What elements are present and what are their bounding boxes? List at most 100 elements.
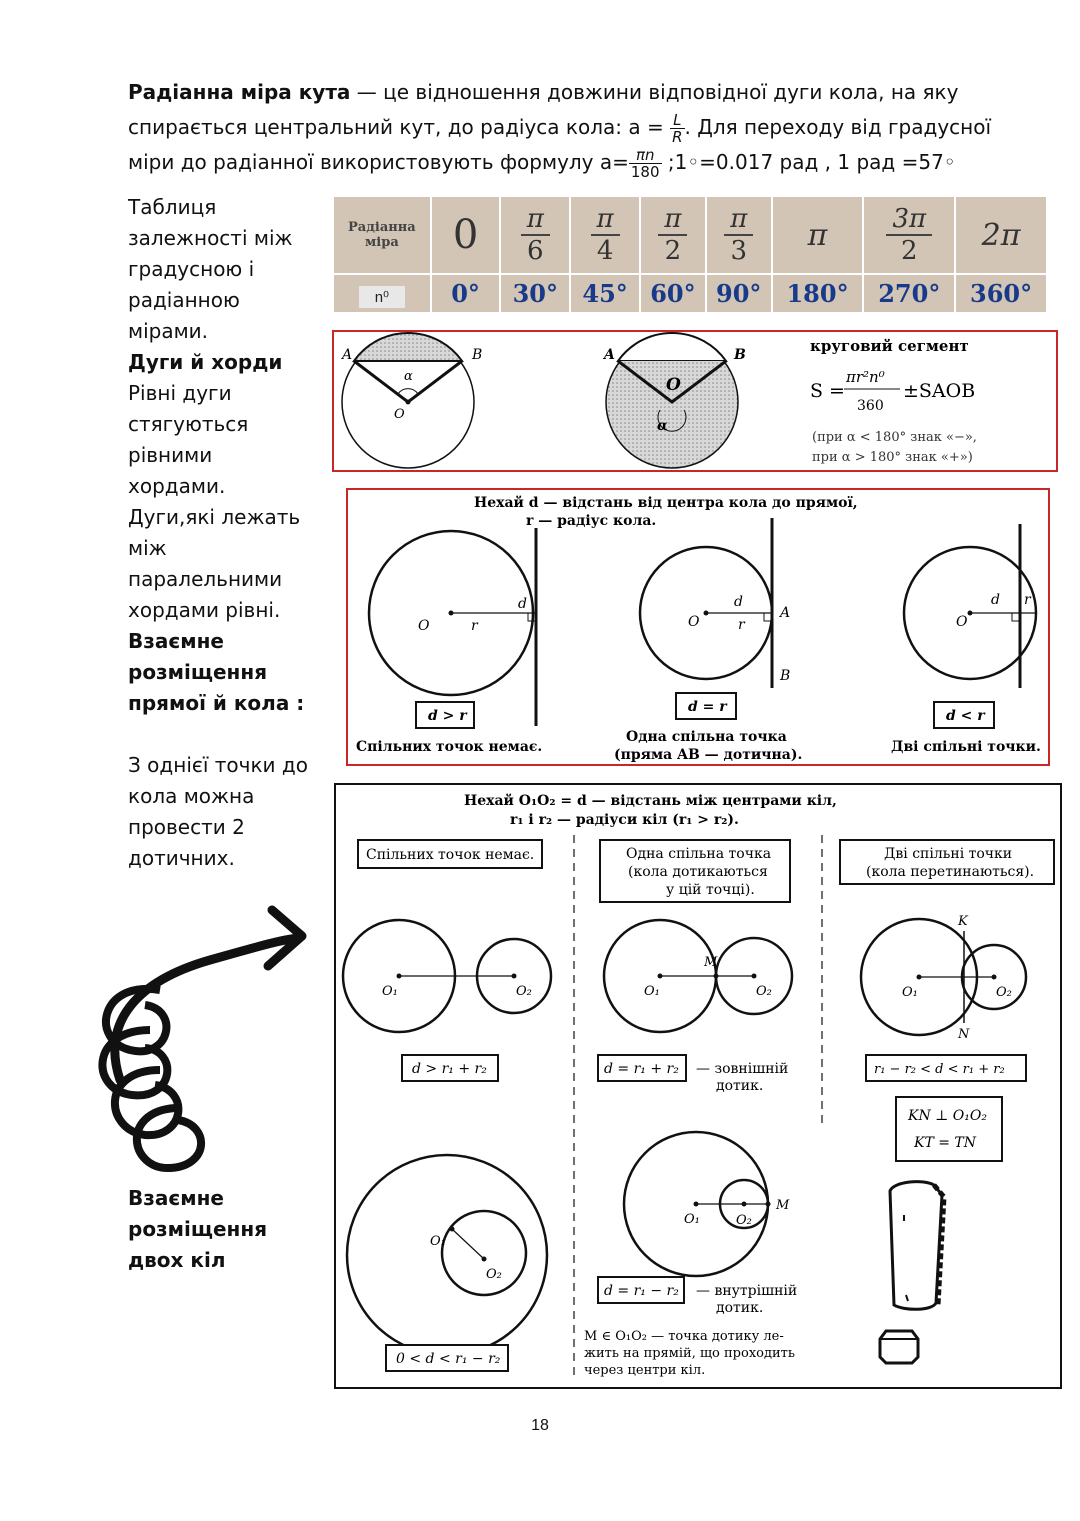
- sidebar-two-circles: Взаємне розміщення двох кіл: [128, 1183, 328, 1276]
- cond-box-int-tan: [597, 1276, 685, 1304]
- frac-num: 3π: [886, 204, 933, 236]
- label-o1: O₁: [382, 984, 398, 999]
- formula-den: 360: [857, 398, 884, 414]
- case-no-intersection: O r d: [367, 528, 538, 726]
- arcs-text-line: між: [128, 536, 167, 560]
- label-d: d: [734, 594, 743, 610]
- label-o1: O₁: [902, 985, 918, 1000]
- tangents-text-line: кола можна: [128, 784, 255, 808]
- radian-value: 2π: [981, 217, 1021, 253]
- ext-tangent-note-2: дотик.: [716, 1078, 763, 1094]
- col2-title-box: [599, 839, 791, 903]
- heading-two-circles: Взаємне: [128, 1186, 224, 1210]
- label-o1: O₁: [644, 984, 660, 999]
- caption-line: залежності між: [128, 226, 293, 250]
- circles-intersecting: K N O₁ O₂: [859, 914, 1028, 1042]
- heading-line-circle: Взаємне: [128, 629, 224, 653]
- cond-box-1: [415, 701, 475, 729]
- heading-line-circle: розміщення: [128, 660, 268, 684]
- degree-cell: 60°: [639, 273, 707, 314]
- caption-line: Таблиця: [128, 195, 217, 219]
- center-dot: [405, 399, 411, 405]
- case-two-points: O d r: [902, 524, 1038, 688]
- label-b: B: [471, 347, 482, 363]
- frac-r: R: [672, 128, 683, 146]
- cond-nested: 0 < d < r₁ − r₂: [396, 1351, 501, 1367]
- cond-int-tangent: d = r₁ − r₂: [604, 1283, 679, 1299]
- arcs-text-line: хордами.: [128, 474, 226, 498]
- case3-caption: Дві спільні точки.: [891, 739, 1041, 755]
- degree-cell: 0°: [429, 273, 502, 314]
- circles-external-tangent: M O₁ O₂: [602, 918, 794, 1034]
- label-b: B: [733, 347, 746, 363]
- label-o2: O₂: [756, 984, 772, 999]
- sidebar-tangents: З однієї точки до кола можна провести 2 …: [128, 750, 328, 874]
- radian-cell: 2π: [954, 195, 1048, 275]
- intro-line-3: міри до радіанної використовують формулу…: [128, 145, 1028, 180]
- two-circles-intro-1: Нехай O₁O₂ = d — відстань між центрами к…: [464, 792, 837, 809]
- cond-box-sep: [401, 1054, 499, 1082]
- formula-suffix: ±SAOB: [903, 380, 975, 402]
- intro-line-3b: ;1◦=0.017 рад , 1 рад =57◦: [661, 150, 956, 174]
- tangents-text-line: дотичних.: [128, 846, 235, 870]
- cond-d-eq-r: d = r: [688, 699, 728, 715]
- label-r: r: [738, 617, 746, 633]
- eraser-icon: [878, 1180, 947, 1365]
- arcs-text-line: Рівні дуги: [128, 381, 232, 405]
- case1-caption: Спільних точок немає.: [356, 739, 542, 755]
- header-text: Радіанна: [348, 220, 416, 235]
- angle-arc: [397, 388, 419, 395]
- tangents-text-line: З однієї точки до: [128, 753, 308, 777]
- ext-tangent-note-1: — зовнішній: [696, 1061, 788, 1077]
- frac-den: 2: [901, 236, 918, 266]
- label-b: B: [779, 668, 790, 684]
- frac-180: 180: [630, 163, 660, 181]
- minor-segment-white: [616, 332, 728, 362]
- arcs-text-line: рівними: [128, 443, 213, 467]
- line-circle-intro-2: r — радіус кола.: [526, 513, 656, 529]
- page-number: 18: [531, 1417, 549, 1434]
- circular-segment-box: A B O α A B O α круговий сегмент S = πr²…: [332, 330, 1058, 472]
- label-o2: O₂: [516, 984, 532, 999]
- degree-label: n⁰: [358, 286, 406, 308]
- col3-title-box: [839, 839, 1055, 885]
- spiral-arrow-icon: [98, 905, 307, 1173]
- m-note-2: жить на прямій, що проходить: [584, 1346, 795, 1361]
- intro-line-2a: спирається центральний кут, до радіуса к…: [128, 115, 671, 139]
- intro-line-1: Радіанна міра кута — це відношення довжи…: [128, 75, 1028, 110]
- caption-line: радіанною: [128, 288, 240, 312]
- label-a: A: [602, 347, 615, 363]
- col3-title-line: (кола перетинаються).: [866, 864, 1034, 880]
- label-m: M: [703, 955, 718, 970]
- kn-perpendicular: KN ⊥ O₁O₂: [907, 1108, 987, 1124]
- frac-den: 4: [596, 236, 614, 266]
- label-o1: O₁: [430, 1234, 446, 1249]
- label-o: O: [688, 614, 700, 630]
- intro-line-2: спирається центральний кут, до радіуса к…: [128, 110, 1028, 145]
- col2-title-line: у цій точці).: [666, 882, 755, 898]
- cond-d-lt-r: d < r: [946, 708, 986, 724]
- label-o2: O₂: [736, 1213, 752, 1228]
- line-circle-intro-1: Нехай d — відстань від центра кола до пр…: [474, 494, 858, 511]
- col1-title: Спільних точок немає.: [366, 847, 534, 863]
- major-triangle: [618, 361, 726, 402]
- arcs-text-line: паралельними: [128, 567, 283, 591]
- heading-two-circles: розміщення: [128, 1217, 268, 1241]
- heading-line-circle: прямої й кола :: [128, 691, 305, 715]
- label-n: N: [957, 1027, 970, 1042]
- intro-line-3a: міри до радіанної використовують формулу…: [128, 150, 629, 174]
- col1-title-box: [357, 839, 543, 869]
- term-radian-measure: Радіанна міра кута: [128, 80, 351, 104]
- label-o1: O₁: [684, 1212, 700, 1227]
- degree-row: n⁰ 0° 30° 45° 60° 90° 180° 270° 360°: [332, 273, 1048, 314]
- two-circles-intro-2: r₁ і r₂ — радіуси кіл (r₁ > r₂).: [510, 812, 739, 828]
- col3-title-line: Дві спільні точки: [884, 846, 1012, 862]
